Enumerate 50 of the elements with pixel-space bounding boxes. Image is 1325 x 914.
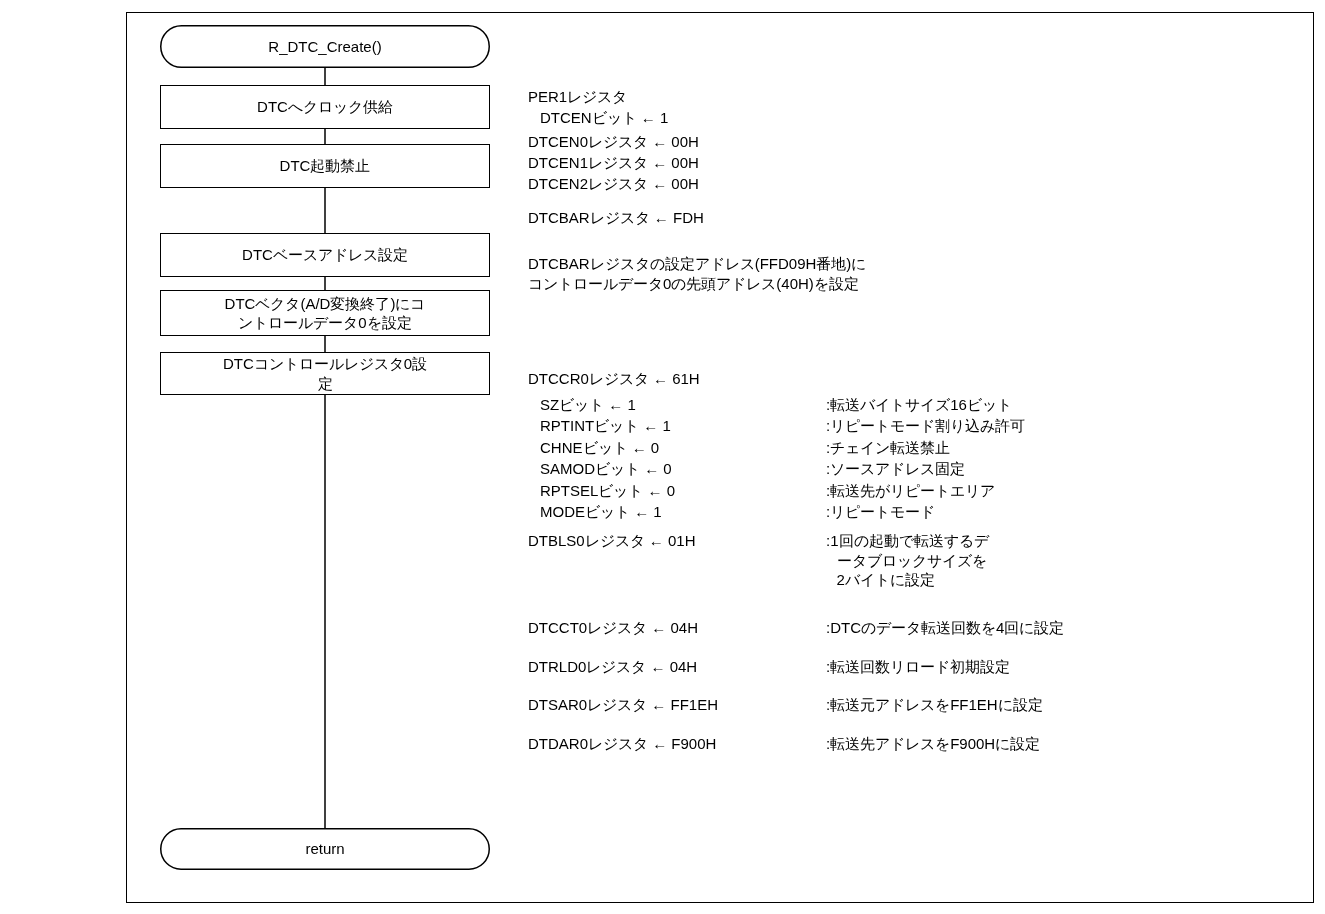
connector-line: [324, 187, 326, 234]
terminal-shape: [160, 25, 490, 68]
register-setting: DTCENビット ← 1: [540, 108, 669, 128]
register-setting: DTSAR0レジスタ ← FF1EH: [528, 695, 719, 715]
step-label: return: [304, 839, 346, 859]
setting-comment: :転送先がリピートエリア: [826, 481, 996, 501]
process-box: [160, 85, 490, 129]
register-setting: MODEビット ← 1: [540, 502, 662, 522]
step-label: DTCコントロールレジスタ0設定: [221, 354, 429, 393]
connector-line: [324, 128, 326, 145]
terminal-shape: [160, 828, 490, 870]
setting-comment: :1回の起動で転送するデータブロックサイズを2バイトに設定: [826, 531, 989, 590]
step-label: DTCベースアドレス設定: [241, 245, 409, 265]
register-setting: PER1レジスタ: [528, 87, 628, 107]
connector-line: [324, 276, 326, 291]
register-setting: DTRLD0レジスタ ← 04H: [528, 657, 698, 677]
process-box: [160, 144, 490, 188]
connector-line: [324, 67, 326, 86]
step-label: R_DTC_Create(): [267, 36, 383, 57]
process-box: [160, 352, 490, 395]
step-label: DTCベクタ(A/D変換終了)にコントロールデータ0を設定: [223, 293, 427, 333]
register-setting: DTCCR0レジスタ ← 61H: [528, 369, 700, 389]
register-setting: DTCEN2レジスタ ← 00H: [528, 174, 699, 194]
setting-comment: :リピートモード: [826, 502, 936, 522]
step-label: DTCへクロック供給: [256, 97, 394, 117]
register-setting: RPTINTビット ← 1: [540, 416, 671, 436]
register-setting: DTCEN1レジスタ ← 00H: [528, 153, 699, 173]
connector-line: [324, 394, 326, 829]
setting-comment: :チェイン転送禁止: [826, 438, 951, 458]
setting-comment: :転送回数リロード初期設定: [826, 657, 1011, 677]
register-setting: DTCEN0レジスタ ← 00H: [528, 132, 699, 152]
connector-line: [324, 335, 326, 353]
register-setting: DTBLS0レジスタ ← 01H: [528, 531, 696, 551]
step-label: DTC起動禁止: [278, 156, 372, 176]
register-setting: DTCBARレジスタの設定アドレス(FFD09H番地)にコントロールデータ0の先頭アドレス(40H)を設定: [528, 254, 868, 293]
setting-comment: :ソースアドレス固定: [826, 459, 966, 479]
register-setting: DTCCT0レジスタ ← 04H: [528, 618, 699, 638]
setting-comment: :転送バイトサイズ16ビット: [826, 395, 1012, 415]
process-box: [160, 233, 490, 277]
setting-comment: :転送先アドレスをF900Hに設定: [826, 734, 1041, 754]
register-setting: SAMODビット ← 0: [540, 459, 672, 479]
setting-comment: :リピートモード割り込み許可: [826, 416, 1026, 436]
register-setting: CHNEビット ← 0: [540, 438, 660, 458]
register-setting: RPTSELビット ← 0: [540, 481, 676, 501]
setting-comment: :転送元アドレスをFF1EHに設定: [826, 695, 1043, 715]
setting-comment: :DTCのデータ転送回数を4回に設定: [826, 618, 1065, 638]
register-setting: DTCBARレジスタ ← FDH: [528, 208, 704, 228]
register-setting: SZビット ← 1: [540, 395, 636, 415]
register-setting: DTDAR0レジスタ ← F900H: [528, 734, 717, 754]
process-box: [160, 290, 490, 336]
